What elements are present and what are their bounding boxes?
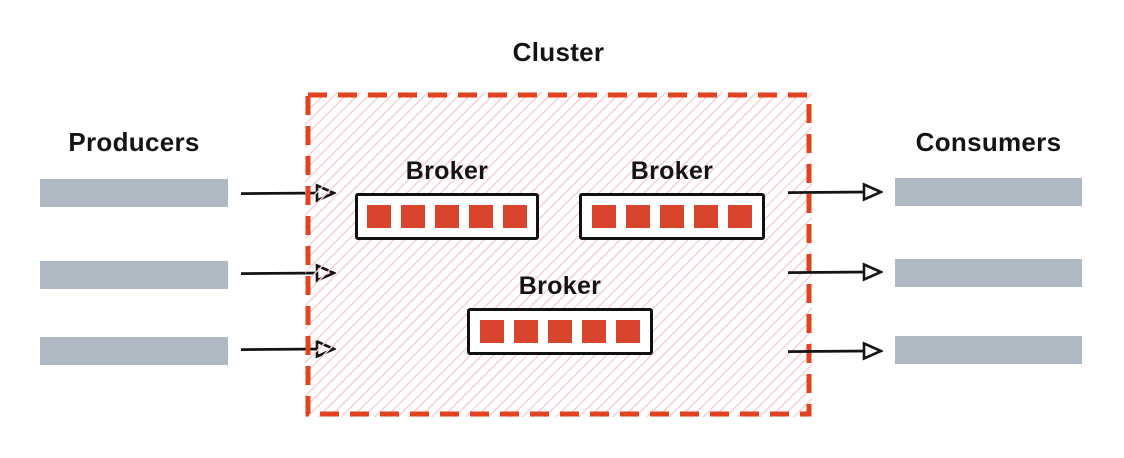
partition-square bbox=[548, 319, 572, 343]
cluster-boundary bbox=[305, 92, 812, 417]
broker-box bbox=[355, 192, 539, 240]
producer-stream-bar bbox=[40, 337, 228, 365]
partition-square bbox=[626, 204, 650, 228]
producer-stream-bar bbox=[40, 179, 228, 207]
partition-square bbox=[480, 319, 504, 343]
cluster-dashed-border-icon bbox=[305, 92, 812, 417]
partition-square bbox=[660, 204, 684, 228]
broker-label: Broker bbox=[518, 272, 602, 300]
partition-square bbox=[469, 204, 493, 228]
broker-box bbox=[467, 307, 653, 355]
consumer-stream-bar bbox=[895, 336, 1082, 364]
partition-square bbox=[728, 204, 752, 228]
partition-square bbox=[582, 319, 606, 343]
consumer-stream-bar bbox=[895, 178, 1082, 206]
consumer-arrow-icon bbox=[787, 341, 883, 361]
partition-square bbox=[503, 204, 527, 228]
broker-node: Broker bbox=[467, 272, 653, 355]
partition-square bbox=[694, 204, 718, 228]
broker-label: Broker bbox=[630, 157, 714, 185]
partition-square bbox=[367, 204, 391, 228]
broker-node: Broker bbox=[579, 157, 765, 240]
consumer-arrow-icon bbox=[787, 262, 883, 282]
partition-square bbox=[616, 319, 640, 343]
consumers-label: Consumers bbox=[915, 127, 1062, 157]
cluster-label: Cluster bbox=[512, 37, 605, 67]
consumer-stream-bar bbox=[895, 259, 1082, 287]
partition-square bbox=[435, 204, 459, 228]
broker-label: Broker bbox=[405, 157, 489, 185]
partition-square bbox=[592, 204, 616, 228]
producer-stream-bar bbox=[40, 261, 228, 289]
partition-square bbox=[514, 319, 538, 343]
partition-square bbox=[401, 204, 425, 228]
broker-node: Broker bbox=[355, 157, 539, 240]
producers-label: Producers bbox=[68, 127, 200, 157]
consumer-arrow-icon bbox=[787, 182, 883, 202]
broker-box bbox=[579, 192, 765, 240]
